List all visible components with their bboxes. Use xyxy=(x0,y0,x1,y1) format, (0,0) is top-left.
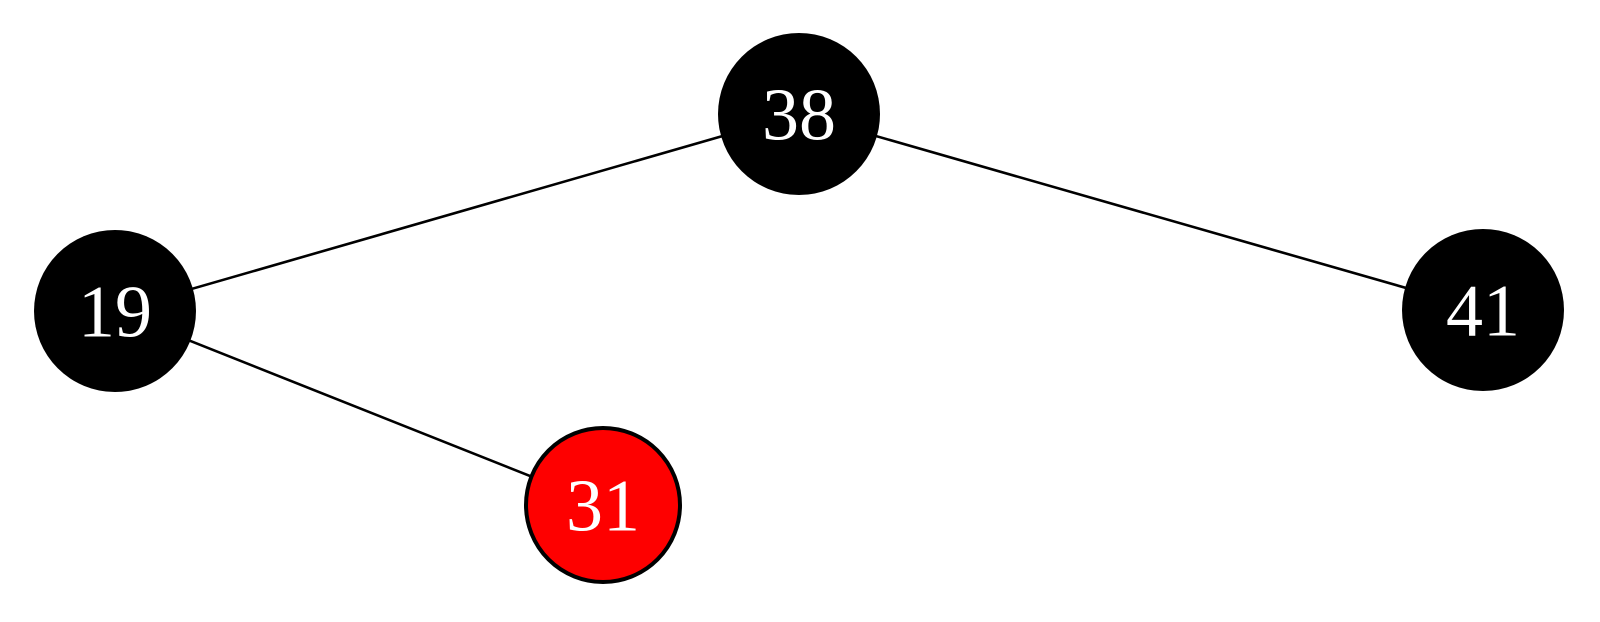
tree-nodes-layer: 38 19 41 31 xyxy=(34,33,1564,584)
tree-node-38: 38 xyxy=(718,33,880,195)
tree-node-label-41: 41 xyxy=(1446,271,1520,353)
tree-node-label-31: 31 xyxy=(566,466,640,548)
tree-node-circle-19 xyxy=(34,230,196,392)
tree-edge-19-31 xyxy=(113,309,605,507)
tree-node-label-38: 38 xyxy=(762,75,836,157)
tree-edge-38-41 xyxy=(797,112,1485,312)
tree-node-31: 31 xyxy=(524,426,682,584)
tree-node-circle-31 xyxy=(524,426,682,584)
tree-edge-38-19 xyxy=(113,112,801,313)
tree-node-circle-38 xyxy=(718,33,880,195)
tree-node-41: 41 xyxy=(1402,229,1564,391)
tree-edges-layer xyxy=(113,112,1485,507)
tree-node-19: 19 xyxy=(34,230,196,392)
tree-node-circle-41 xyxy=(1402,229,1564,391)
tree-node-label-19: 19 xyxy=(78,272,152,354)
